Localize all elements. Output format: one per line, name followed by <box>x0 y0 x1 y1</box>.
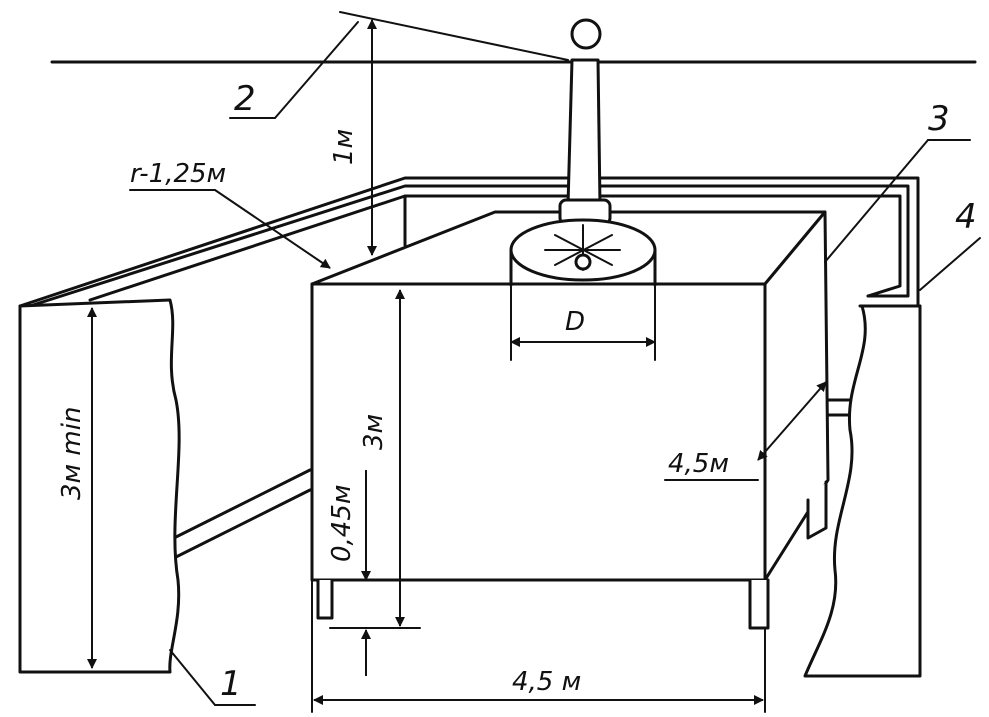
dimension-leg-height: 0,45м <box>327 470 371 676</box>
dimension-width: 4,5 м <box>311 579 766 713</box>
left-wall-panel <box>18 298 181 674</box>
callout-3: 3 <box>824 99 971 263</box>
dim-width-label: 4,5 м <box>512 667 581 697</box>
dimension-box-height: 3м <box>329 289 421 629</box>
dimension-gap: r-1,25м <box>129 159 331 269</box>
callout-3-label: 3 <box>928 99 950 139</box>
dim-gap-label: r-1,25м <box>130 159 226 189</box>
dim-leg-height-label: 0,45м <box>327 484 357 562</box>
callout-1-label: 1 <box>220 664 242 704</box>
callout-1: 1 <box>169 649 256 706</box>
dimension-diameter: D <box>510 284 656 361</box>
dim-1m-label: 1м <box>329 129 359 165</box>
dimension-wall-height: 3м min <box>57 307 97 669</box>
mixer-assembly <box>509 18 657 287</box>
dim-wall-height-label: 3м min <box>57 407 87 500</box>
test-box <box>310 210 830 630</box>
callout-2-label: 2 <box>234 79 256 119</box>
dim-diameter-label: D <box>565 307 585 337</box>
callout-4-label: 4 <box>955 197 977 237</box>
right-wall-panel <box>803 304 922 678</box>
dimension-depth: 4,5м <box>664 381 827 481</box>
dim-box-height-label: 3м <box>359 414 389 450</box>
callout-4: 4 <box>919 197 981 291</box>
callout-2: 2 <box>229 11 569 119</box>
dimension-1m: 1м <box>329 19 377 256</box>
dim-depth-label: 4,5м <box>668 449 729 479</box>
